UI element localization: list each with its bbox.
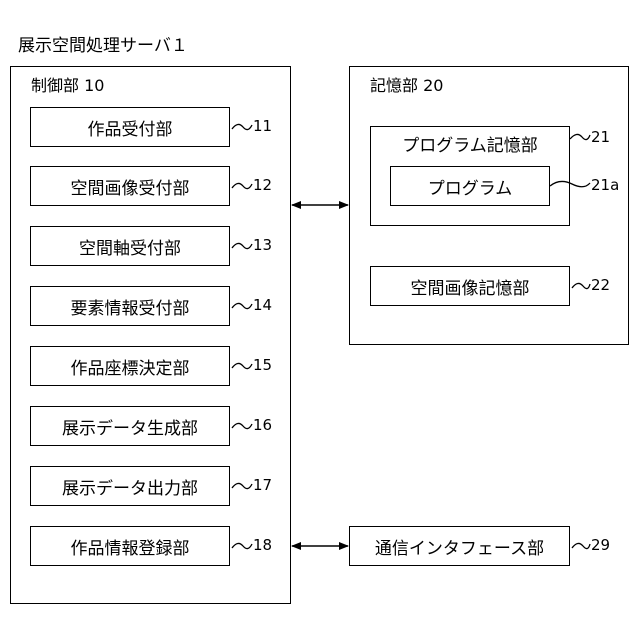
unit-space-image-reception: 空間画像受付部	[30, 166, 230, 206]
unit-work-coordinate-determination: 作品座標決定部	[30, 346, 230, 386]
ref-12: 12	[253, 178, 272, 193]
unit-element-info-reception: 要素情報受付部	[30, 286, 230, 326]
storage-unit-label: 記憶部 20	[370, 78, 443, 94]
unit-display-data-output: 展示データ出力部	[30, 466, 230, 506]
unit-work-reception: 作品受付部	[30, 107, 230, 147]
comm-interface-box: 通信インタフェース部	[349, 526, 570, 566]
ref-17: 17	[253, 478, 272, 493]
unit-space-axis-reception: 空間軸受付部	[30, 226, 230, 266]
program-box: プログラム	[390, 166, 550, 206]
ref-21a: 21a	[591, 178, 619, 193]
diagram-title: 展示空間処理サーバ１	[18, 38, 188, 55]
leader-29	[572, 543, 590, 548]
ref-15: 15	[253, 358, 272, 373]
ref-18: 18	[253, 538, 272, 553]
space-image-storage-box: 空間画像記憶部	[370, 266, 570, 306]
ref-29: 29	[591, 538, 610, 553]
ref-21: 21	[591, 130, 610, 145]
ref-22: 22	[591, 278, 610, 293]
unit-work-info-registration: 作品情報登録部	[30, 526, 230, 566]
ref-14: 14	[253, 298, 272, 313]
control-unit-label: 制御部 10	[31, 78, 104, 94]
ref-16: 16	[253, 418, 272, 433]
ref-11: 11	[253, 119, 272, 134]
ref-13: 13	[253, 238, 272, 253]
unit-display-data-generation: 展示データ生成部	[30, 406, 230, 446]
program-storage-label: プログラム記憶部	[370, 138, 570, 155]
